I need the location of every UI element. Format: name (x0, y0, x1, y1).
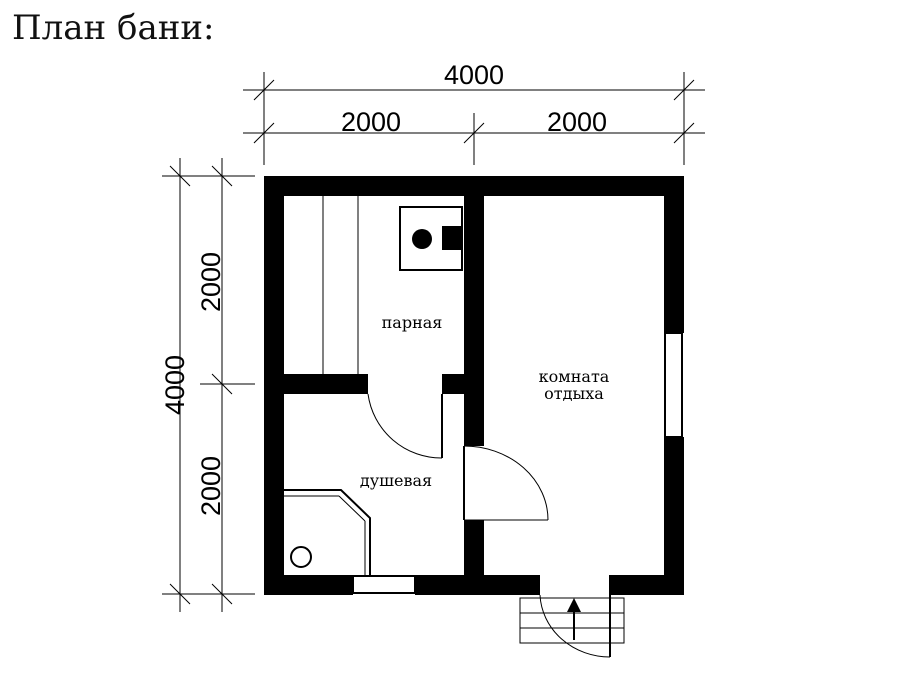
dim-left-bottom: 2000 (196, 456, 226, 516)
steam-room-benches (322, 196, 359, 374)
left-dimension-lines (162, 158, 255, 612)
shower-cabin (284, 489, 371, 575)
page-title: План бани: (12, 8, 215, 48)
room-label-rest-line1: комната (539, 367, 610, 386)
dim-top-left: 2000 (341, 107, 401, 137)
window-bottom (352, 575, 416, 594)
dim-top-total: 4000 (444, 60, 504, 90)
door-shower-rest (463, 445, 549, 521)
entrance-arrow-icon (567, 598, 581, 612)
dim-left-top: 2000 (196, 252, 226, 312)
room-label-shower: душевая (360, 471, 432, 490)
entrance-steps (519, 597, 625, 644)
window-right (664, 332, 683, 438)
drain-circle-icon (290, 546, 312, 568)
stove-circle-icon (412, 229, 432, 249)
stove (399, 206, 463, 271)
walls (264, 176, 684, 595)
room-label-rest-line2: отдыха (544, 384, 604, 403)
door-steam-shower (367, 393, 443, 459)
top-dimension-lines (243, 72, 705, 165)
dim-left-total: 4000 (160, 355, 190, 415)
room-label-steam: парная (382, 313, 443, 332)
dim-top-right: 2000 (547, 107, 607, 137)
